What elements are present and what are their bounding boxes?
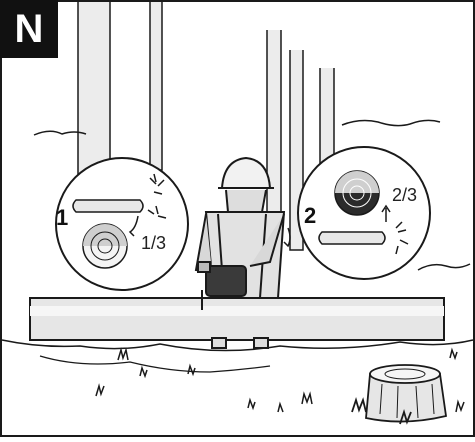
step-1-inset xyxy=(56,158,188,290)
chainsaw-bar-icon xyxy=(319,232,385,244)
log-body xyxy=(30,298,444,340)
chainsaw-bar-icon xyxy=(73,200,143,212)
step-2-number: 2 xyxy=(304,203,316,229)
chainsaw-handle xyxy=(198,262,210,272)
inset-circle xyxy=(56,158,188,290)
chainsaw-body xyxy=(206,266,246,296)
boot xyxy=(254,338,268,348)
step-1-number: 1 xyxy=(56,205,68,231)
stump-top xyxy=(370,365,440,383)
step-1-fraction: 1/3 xyxy=(141,233,166,254)
boot xyxy=(212,338,226,348)
log xyxy=(30,298,444,340)
face-shield xyxy=(226,190,266,212)
step-2-fraction: 2/3 xyxy=(392,185,417,206)
step-2-inset xyxy=(298,147,430,279)
section-badge: N xyxy=(0,0,58,58)
log-highlight xyxy=(30,306,444,316)
tree-trunk xyxy=(150,2,162,170)
